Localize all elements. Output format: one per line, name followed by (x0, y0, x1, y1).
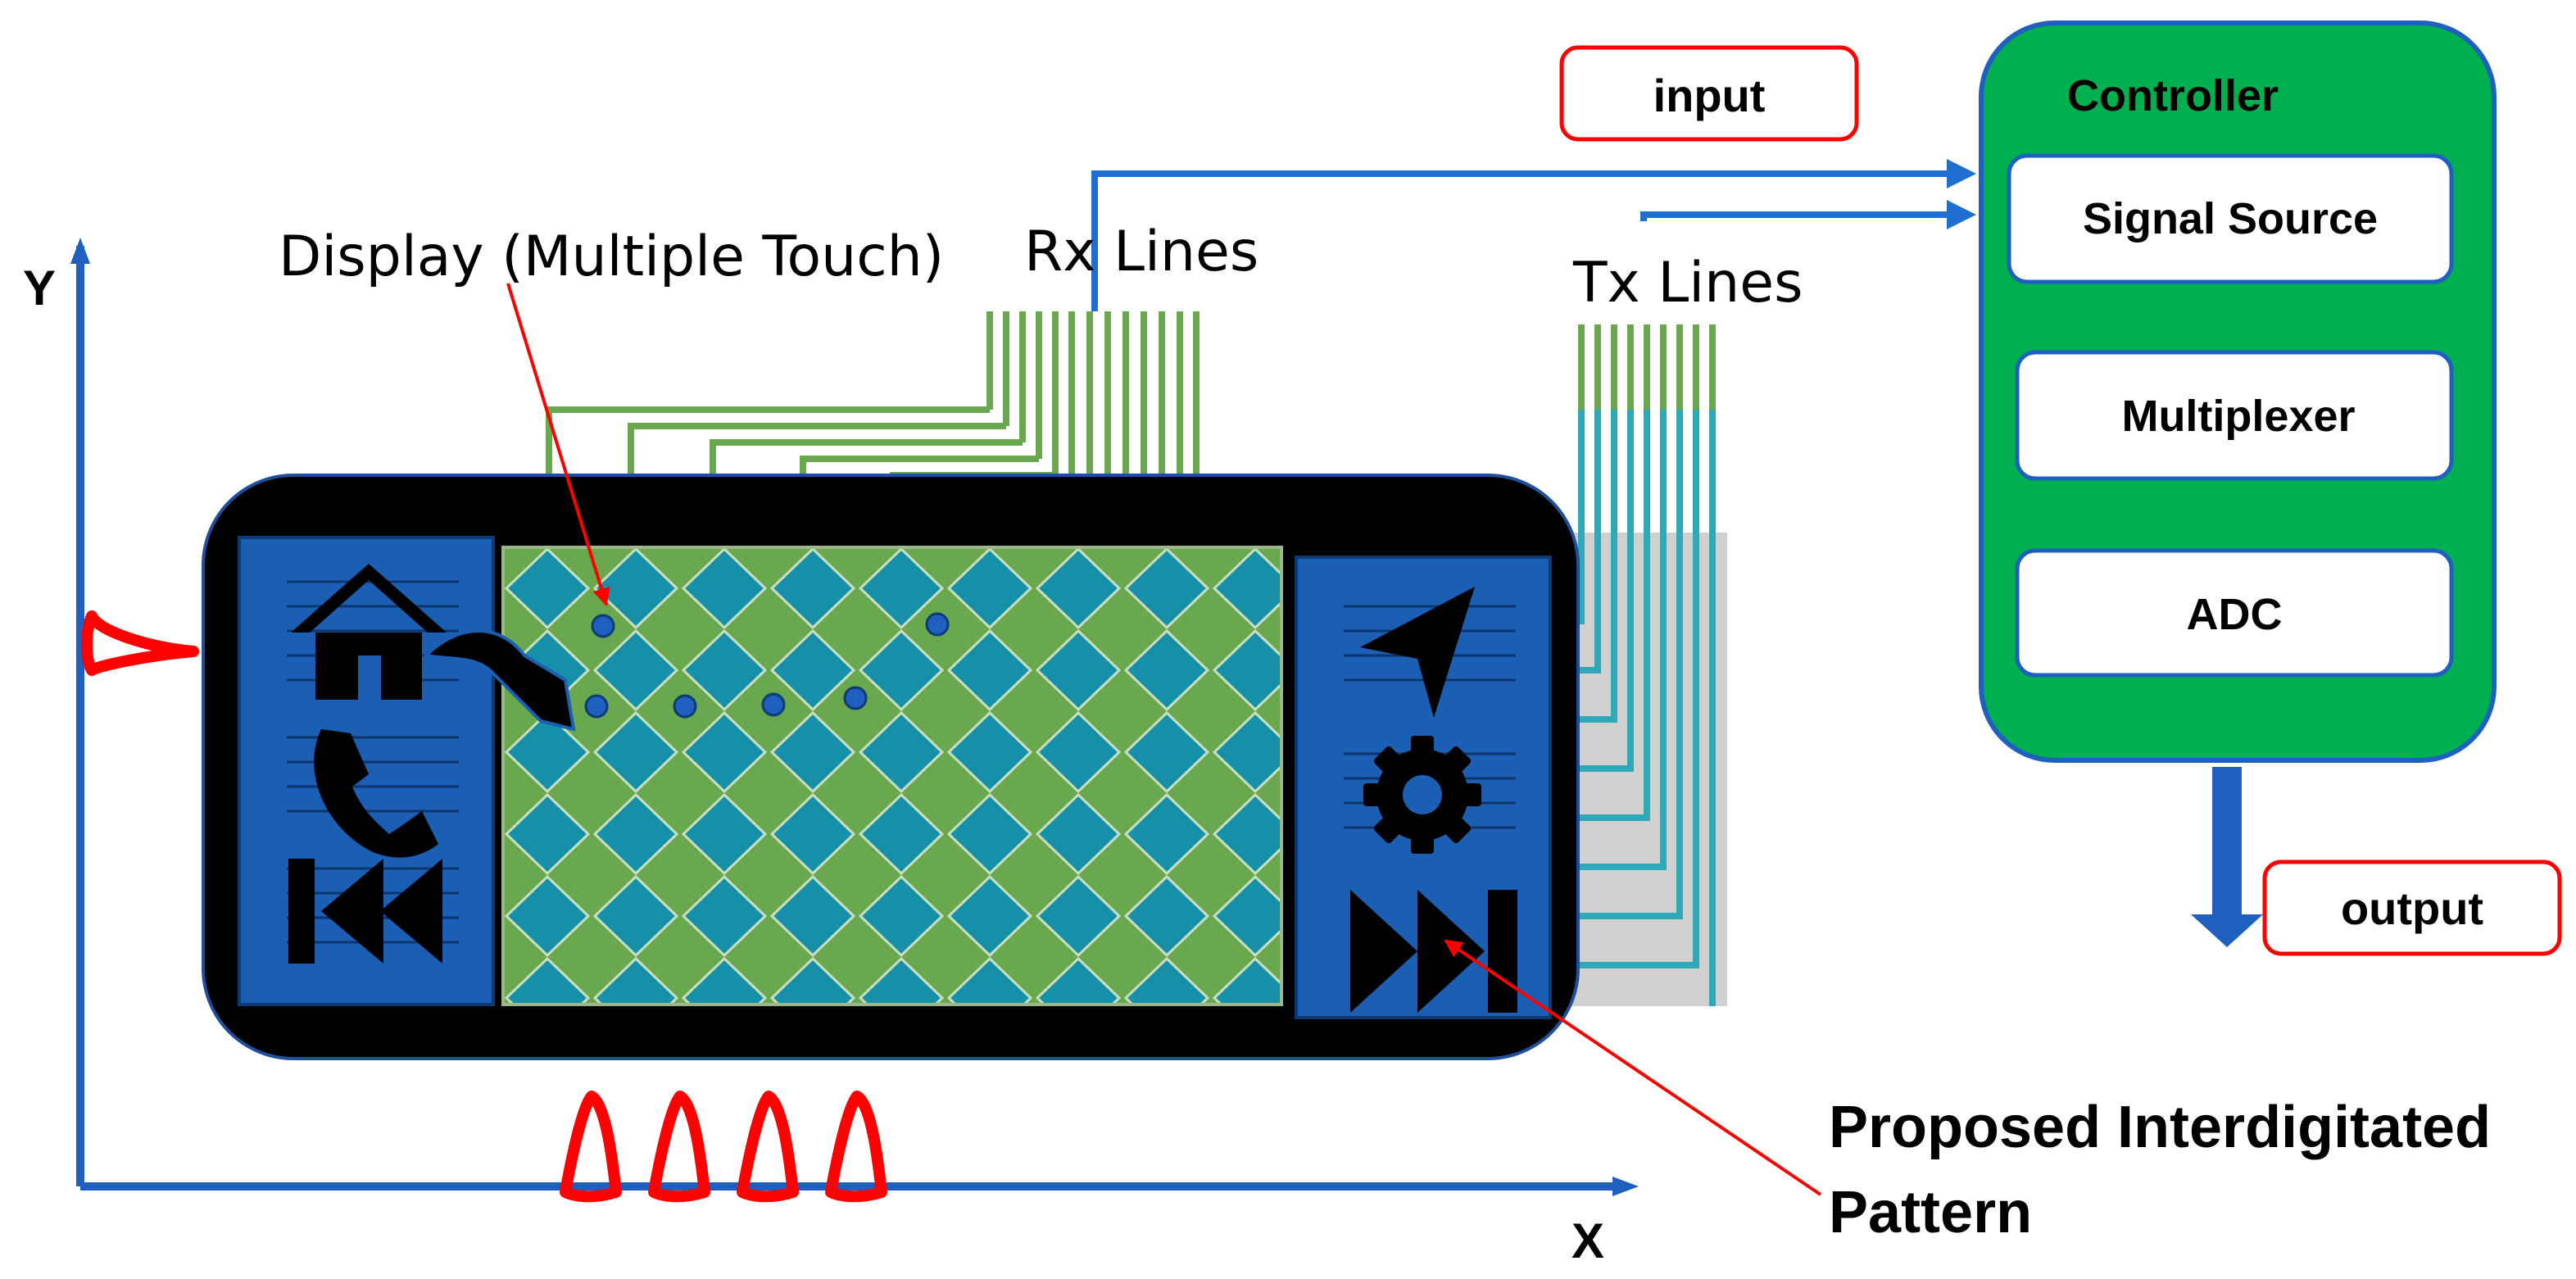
rewind-icon (288, 859, 442, 964)
signal-source-label: Signal Source (2083, 194, 2378, 243)
input-label-box: input (1559, 45, 1859, 142)
finger-shape (422, 629, 576, 732)
adc-label: ADC (2187, 590, 2283, 639)
touch-grid (501, 546, 1283, 1006)
controller-title: Controller (2067, 71, 2279, 120)
right-icon-panel (1295, 556, 1552, 1019)
phone-icon (314, 729, 438, 858)
proposed-pattern-label-line1: Proposed Interdigitated (1829, 1095, 2491, 1160)
display-pointer-arrow (506, 283, 610, 606)
input-label: input (1653, 70, 1766, 121)
rx-lines (546, 311, 1200, 492)
x-touch-signals (560, 1091, 887, 1203)
output-label-box: output (2262, 859, 2562, 956)
pattern-pointer-arrow (1444, 939, 1822, 1196)
navigation-icon (1360, 587, 1475, 718)
tx-lines-label: Tx Lines (1572, 251, 1803, 315)
x-axis (80, 1177, 1639, 1196)
y-axis-label: Y (23, 261, 56, 315)
touch-points (584, 612, 950, 719)
multiplexer-label: Multiplexer (2121, 392, 2355, 441)
output-arrow (2191, 767, 2263, 947)
x-axis-label: X (1571, 1213, 1604, 1268)
y-touch-signal (81, 610, 199, 676)
signal-source-block: Signal Source (2007, 153, 2454, 284)
y-axis (70, 238, 90, 1186)
adc-block: ADC (2015, 548, 2454, 678)
display-label: Display (Multiple Touch) (279, 225, 944, 289)
input-connections (1091, 159, 1976, 311)
left-icon-panel (238, 536, 495, 1006)
proposed-pattern-label-line2: Pattern (1829, 1180, 2032, 1245)
output-label: output (2341, 882, 2483, 934)
gear-icon (1363, 736, 1481, 854)
tx-lines (1565, 324, 1727, 1006)
multiplexer-block: Multiplexer (2015, 350, 2454, 481)
home-icon (291, 564, 447, 700)
rx-lines-label: Rx Lines (1024, 220, 1259, 284)
